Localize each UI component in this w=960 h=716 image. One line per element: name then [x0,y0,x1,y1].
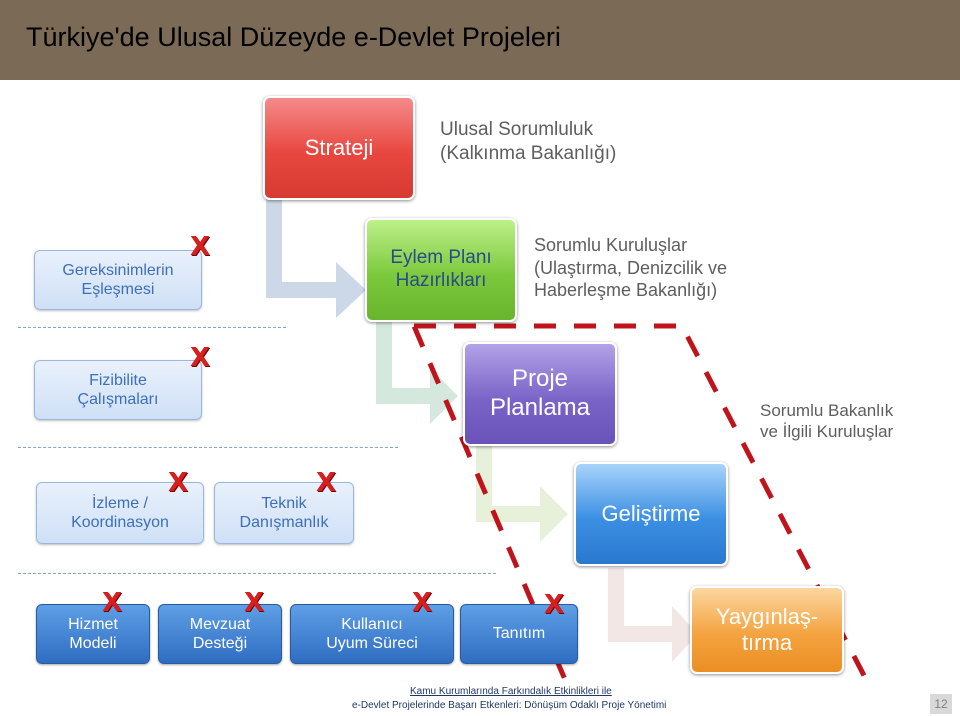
side-fizibilite-label: Fizibilite Çalışmaları [77,371,159,408]
x-mark-icon: X [412,588,433,618]
bottom-tanitim-label: Tanıtım [492,625,546,643]
bottom-kullanici-label: Kullanıcı Uyum Süreci [326,615,418,652]
bottom-tanitim: Tanıtım [460,604,578,664]
bottom-hizmet-label: Hizmet Modeli [68,615,118,652]
separator-line-3 [18,573,496,574]
phase-proje-planlama-label: Proje Planlama [489,365,591,421]
separator-line-2 [18,447,398,448]
footer-line-1: Kamu Kurumlarında Farkındalık Etkinlikle… [410,686,612,697]
phase-gelistirme: Geliştirme [574,462,728,566]
bottom-mevzuat-label: Mevzuat Desteği [189,615,251,652]
side-izleme: İzleme / Koordinasyon [36,482,204,544]
connector-strateji-eylem [266,198,366,318]
page-number: 12 [930,694,952,714]
phase-proje-planlama: Proje Planlama [463,342,617,446]
note-proje-planlama: Sorumlu Bakanlık ve İlgili Kuruluşlar [760,401,894,442]
bottom-mevzuat: Mevzuat Desteği [158,604,282,664]
x-mark-icon: X [544,590,565,620]
phase-strateji: Strateji [263,96,415,200]
connector-eylem-proje [376,322,458,424]
x-mark-icon: X [102,588,123,618]
bottom-kullanici: Kullanıcı Uyum Süreci [290,604,454,664]
x-mark-icon: X [316,468,337,498]
connector-proje-gelistirme [476,446,568,542]
connector-gelistirme-yaygin [608,568,698,662]
phase-eylem-plani: Eylem Planı Hazırlıkları [365,218,517,322]
slide-title: Türkiye'de Ulusal Düzeyde e-Devlet Proje… [26,22,561,52]
phase-yayginlastirma: Yaygınlaş- tırma [690,586,844,674]
note-strateji: Ulusal Sorumluluk (Kalkınma Bakanlığı) [440,119,617,164]
side-gereksinimler-label: Gereksinimlerin Eşleşmesi [62,261,174,298]
side-gereksinimler: Gereksinimlerin Eşleşmesi [34,250,202,310]
phase-yayginlastirma-label: Yaygınlaş- tırma [715,603,819,655]
side-izleme-label: İzleme / Koordinasyon [71,494,169,531]
phase-gelistirme-label: Geliştirme [601,500,701,526]
x-mark-icon: X [244,588,265,618]
x-mark-icon: X [190,343,211,373]
side-teknik: Teknik Danışmanlık [214,482,354,544]
note-eylem-plani: Sorumlu Kuruluşlar (Ulaştırma, Denizcili… [534,235,728,300]
footer [0,685,960,716]
title-band [0,0,960,80]
separator-line-1 [18,327,286,328]
x-mark-icon: X [168,468,189,498]
bottom-hizmet: Hizmet Modeli [36,604,150,664]
x-mark-icon: X [190,232,211,262]
phase-strateji-label: Strateji [304,134,374,160]
side-teknik-label: Teknik Danışmanlık [239,494,329,531]
side-fizibilite: Fizibilite Çalışmaları [34,360,202,420]
footer-line-2: e-Devlet Projelerinde Başarı Etkenleri: … [352,700,667,711]
phase-eylem-plani-label: Eylem Planı Hazırlıkları [390,247,492,291]
